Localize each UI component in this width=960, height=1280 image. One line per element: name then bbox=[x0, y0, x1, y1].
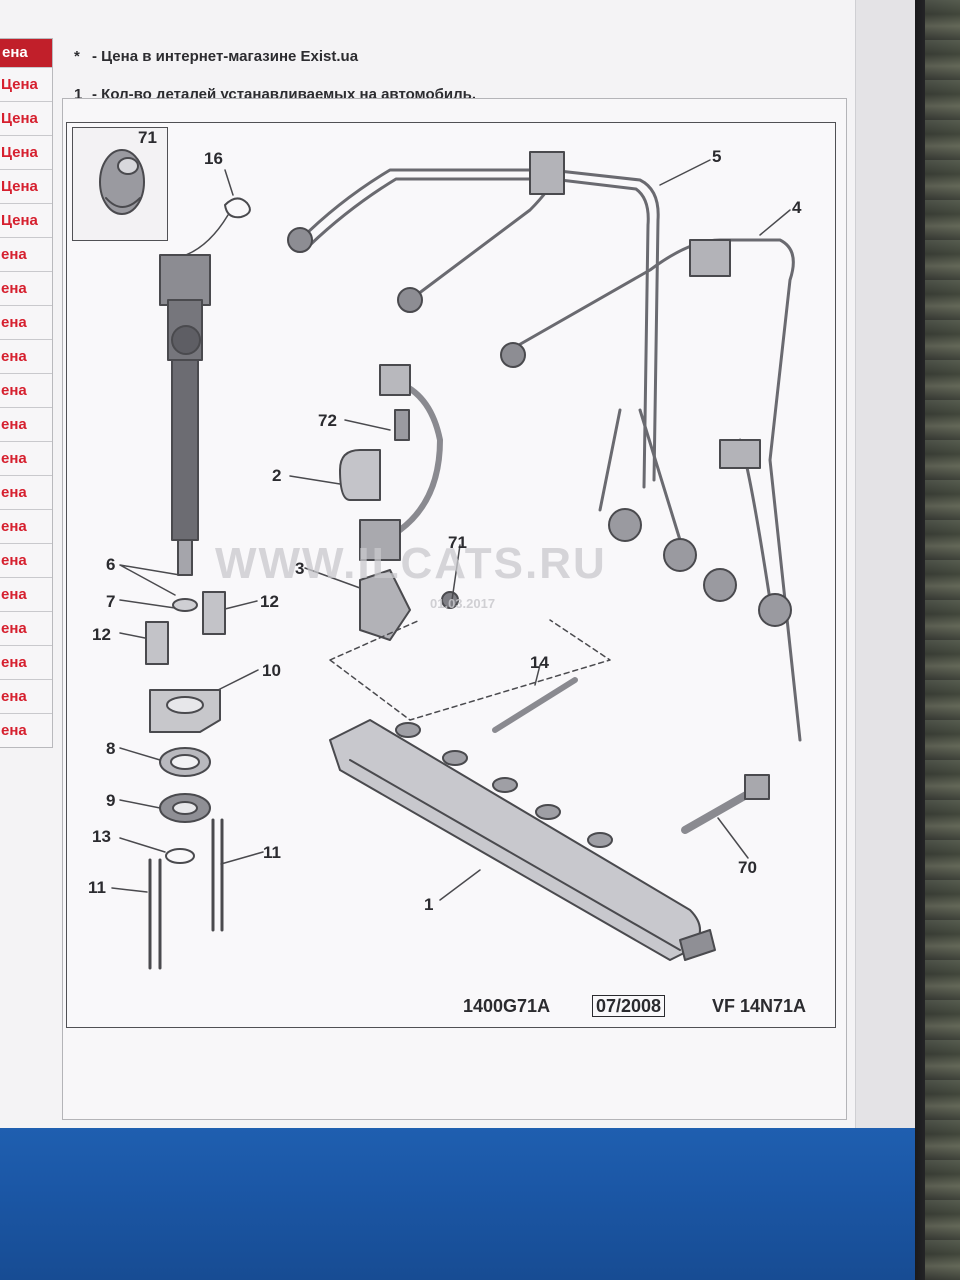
taskbar bbox=[0, 1128, 915, 1280]
callout-70: 70 bbox=[738, 858, 757, 877]
price-link[interactable]: Цена bbox=[0, 67, 52, 101]
inset-cap-part bbox=[99, 149, 145, 215]
diagram-date: 07/2008 bbox=[592, 995, 666, 1017]
callout-5: 5 bbox=[712, 147, 721, 166]
note-mark: 1 bbox=[74, 86, 83, 103]
callout-3: 3 bbox=[295, 559, 304, 578]
price-link[interactable]: Цена bbox=[0, 169, 52, 203]
price-column-header: ена bbox=[0, 39, 52, 67]
watermark: WWW.ILCATS.RU bbox=[215, 539, 607, 588]
callout-12b: 12 bbox=[92, 625, 111, 644]
price-link[interactable]: ена bbox=[0, 339, 52, 373]
callout-11b: 11 bbox=[88, 878, 106, 897]
callout-16: 16 bbox=[204, 149, 223, 168]
monitor-bezel bbox=[915, 0, 960, 1280]
price-link[interactable]: Цена bbox=[0, 135, 52, 169]
note-mark: * bbox=[74, 48, 80, 65]
callout-72: 72 bbox=[318, 411, 337, 430]
price-link[interactable]: ена bbox=[0, 407, 52, 441]
leader-lines bbox=[111, 159, 791, 901]
callout-6: 6 bbox=[106, 555, 115, 574]
note-price: * - Цена в интернет-магазине Exist.ua bbox=[74, 38, 834, 76]
callout-8: 8 bbox=[106, 739, 115, 758]
callout-10: 10 bbox=[262, 661, 281, 680]
callout-1: 1 bbox=[424, 895, 433, 914]
seal-stack bbox=[145, 591, 226, 970]
price-link[interactable]: ена bbox=[0, 543, 52, 577]
callout-9: 9 bbox=[106, 791, 115, 810]
price-link[interactable]: ена bbox=[0, 373, 52, 407]
price-link[interactable]: ена bbox=[0, 713, 52, 747]
diagram-ref: VF 14N71A bbox=[712, 996, 807, 1016]
background-outside bbox=[925, 0, 960, 1280]
diagram-code: 1400G71A bbox=[463, 996, 551, 1016]
diagram-date-box: 07/2008 bbox=[592, 995, 666, 1017]
callout-71b: 71 bbox=[448, 533, 467, 552]
watermark-date: 01.03.2017 bbox=[430, 596, 495, 611]
pipe-bracket-part bbox=[339, 364, 459, 641]
bolt-part bbox=[681, 786, 759, 834]
callout-7: 7 bbox=[106, 592, 115, 611]
callout-4: 4 bbox=[792, 198, 802, 217]
injector-part bbox=[159, 254, 211, 576]
price-link[interactable]: ена bbox=[0, 577, 52, 611]
price-link[interactable]: ена bbox=[0, 305, 52, 339]
fuel-rail-part bbox=[329, 719, 716, 961]
stud-part bbox=[492, 677, 578, 733]
callout-2: 2 bbox=[272, 466, 281, 485]
callout-14: 14 bbox=[530, 653, 549, 672]
price-link[interactable]: ена bbox=[0, 441, 52, 475]
price-link[interactable]: ена bbox=[0, 271, 52, 305]
price-link[interactable]: ена bbox=[0, 237, 52, 271]
parts-diagram-drawing: 71 16 5 4 72 2 6 7 12 12 10 3 71 14 8 9 … bbox=[88, 128, 802, 970]
price-link[interactable]: ена bbox=[0, 645, 52, 679]
callout-13: 13 bbox=[92, 827, 111, 846]
clip-part bbox=[224, 197, 251, 219]
callout-12a: 12 bbox=[260, 592, 279, 611]
price-link[interactable]: ена bbox=[0, 679, 52, 713]
price-link[interactable]: ена bbox=[0, 475, 52, 509]
callouts: 71 16 5 4 72 2 6 7 12 12 10 3 71 14 8 9 … bbox=[88, 128, 802, 914]
price-link[interactable]: ена bbox=[0, 509, 52, 543]
callout-71: 71 bbox=[138, 128, 157, 147]
price-link[interactable]: ена bbox=[0, 611, 52, 645]
page-margin-right bbox=[855, 0, 915, 1130]
price-link[interactable]: Цена bbox=[0, 101, 52, 135]
price-link[interactable]: Цена bbox=[0, 203, 52, 237]
callout-11a: 11 bbox=[263, 843, 281, 862]
note-text: - Цена в интернет-магазине Exist.ua bbox=[92, 48, 359, 65]
